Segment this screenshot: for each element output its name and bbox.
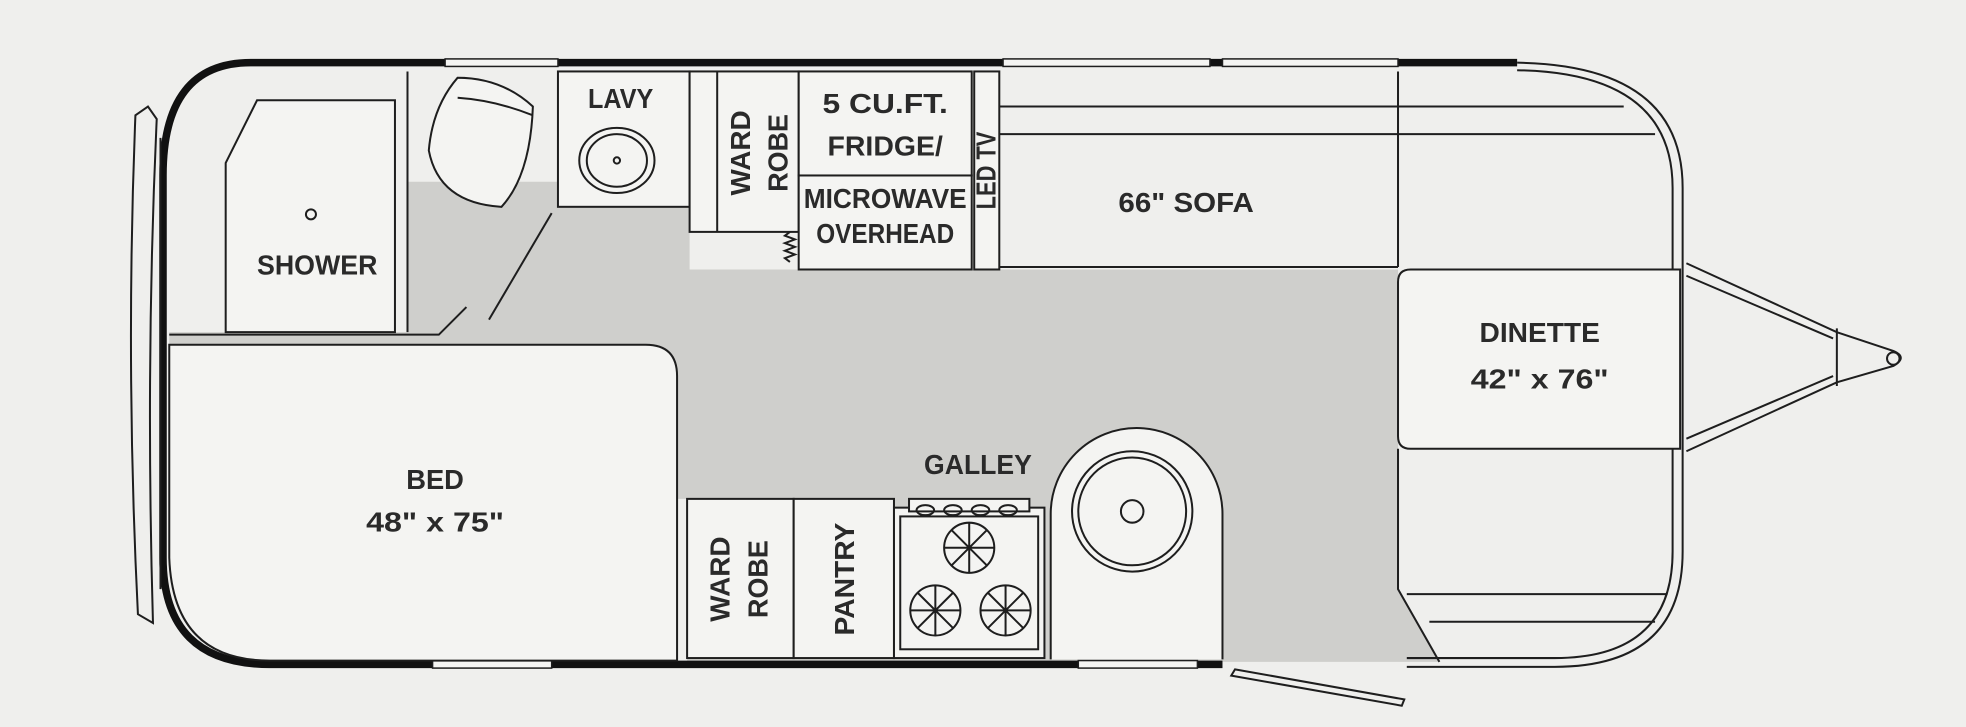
sink-drain [612, 156, 622, 165]
dinette-size: 42" x 76" [1471, 364, 1609, 395]
bed-label: BED [406, 464, 464, 495]
sink-inner [585, 133, 648, 188]
wheel-icon [1071, 450, 1194, 573]
trailer-front-end [1406, 61, 1684, 668]
window [431, 659, 553, 669]
spring-hinge-icon [782, 231, 798, 263]
sofa-label: 66" SOFA [1118, 187, 1254, 218]
microwave [797, 174, 973, 271]
wardrobe-top-label-1: WARD [725, 110, 756, 195]
wheel-hub [1119, 499, 1145, 524]
wheel-well [1049, 427, 1224, 660]
rear-bumper [129, 105, 158, 625]
wardrobe-top [688, 70, 800, 233]
wardrobe-bottom-label-1: WARD [705, 536, 736, 621]
stove-knobs [915, 504, 1018, 517]
window [444, 58, 559, 68]
cooktop [899, 515, 1040, 651]
burner-icon [909, 521, 1032, 637]
fridge [797, 70, 973, 177]
sink-icon [578, 126, 656, 195]
microwave-label-2: OVERHEAD [816, 218, 954, 249]
window [1077, 659, 1199, 669]
bed-size: 48" x 75" [366, 506, 504, 537]
led-tv [973, 70, 1001, 271]
shower-stall [224, 99, 396, 334]
wardrobe-bottom-label-2: ROBE [742, 540, 773, 618]
microwave-label-1: MICROWAVE [804, 183, 967, 214]
trailer-shell [159, 58, 1518, 669]
dinette-seat [1397, 268, 1682, 450]
dinette-bench [1397, 448, 1668, 663]
lavy-cabinet [556, 70, 691, 208]
fridge-label-2: FRIDGE/ [828, 130, 944, 161]
sofa [999, 71, 1656, 268]
wheel-inner [1077, 456, 1188, 567]
bath-door-icon [488, 212, 553, 321]
galley-label: GALLEY [924, 449, 1032, 480]
dinette-label: DINETTE [1480, 317, 1600, 348]
led-tv-label: LED TV [971, 131, 1002, 209]
wardrobe-top-label-2: ROBE [762, 114, 793, 192]
bath-partition [169, 306, 468, 336]
shower-drain-icon [304, 208, 317, 221]
entry-door [1229, 668, 1406, 707]
hitch-coupler [1886, 351, 1901, 366]
window [1221, 58, 1399, 68]
lavy-label: LAVY [588, 83, 653, 114]
fridge-label-1: 5 CU.FT. [823, 88, 948, 119]
shower-label: SHOWER [257, 250, 377, 281]
hitch-tongue [1685, 262, 1902, 453]
toilet-seat-line [457, 96, 534, 117]
pantry-label: PANTRY [829, 523, 860, 636]
window [1002, 58, 1211, 68]
toilet-icon [427, 76, 534, 208]
pantry [792, 497, 895, 660]
bed [168, 343, 679, 662]
wardrobe-bottom [686, 497, 795, 660]
